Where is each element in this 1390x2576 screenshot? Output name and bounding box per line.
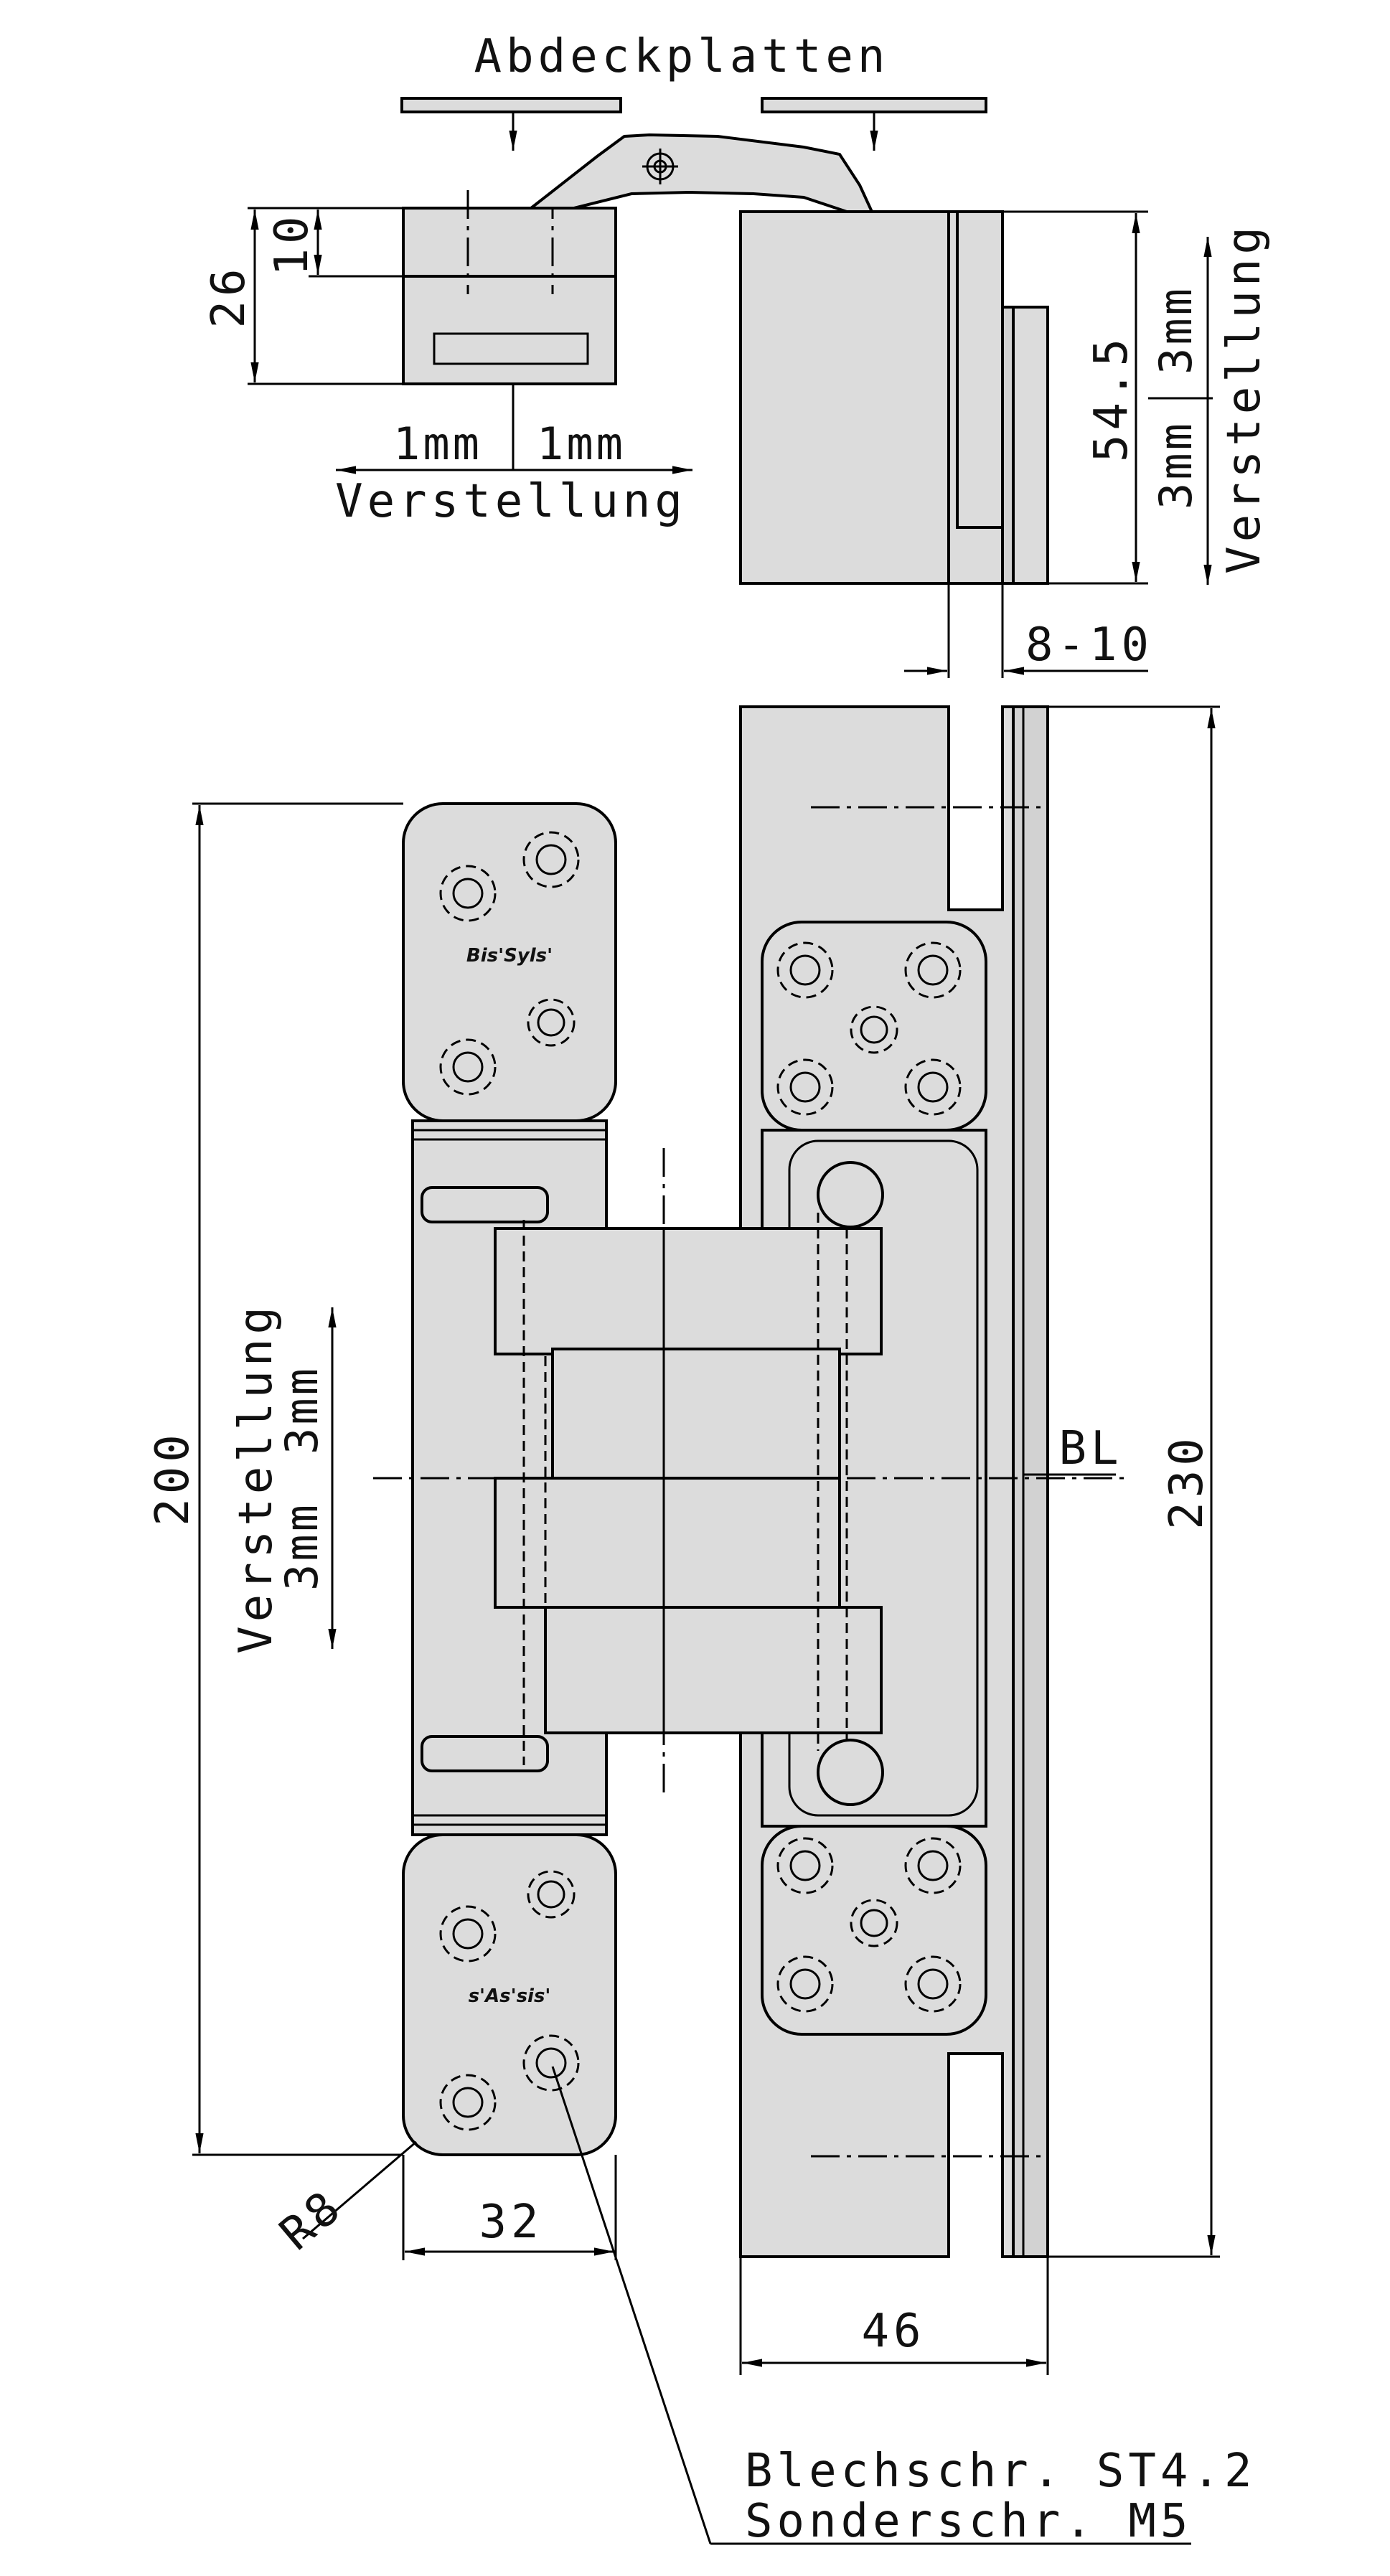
brand-stamp-bottom: s'As'sis' — [469, 1985, 551, 2007]
screw-spec-line-1: Blechschr. ST4.2 — [745, 2445, 1257, 2498]
dim-10-label: 10 — [266, 212, 319, 276]
dim-8-10-label: 8-10 — [1025, 619, 1153, 672]
cover-plates-label: Abdeckplatten — [474, 30, 890, 83]
top-left-body — [402, 207, 617, 278]
hinge-arm — [527, 133, 875, 213]
top-right-body — [739, 210, 950, 585]
adjust-right-label: 1mm — [537, 418, 626, 470]
dim-46-label: 46 — [861, 2305, 925, 2358]
adjust-vertical-mid-label: Verstellung — [230, 1302, 283, 1654]
adjust-mid-3mm-lower: 3mm — [276, 1502, 328, 1591]
dim-54-5-label: 54.5 — [1085, 334, 1138, 462]
dim-26-label: 26 — [202, 264, 255, 328]
top-view: 26 10 1mm 1mm Verstellung Abdeckplatten … — [202, 30, 1271, 678]
screw-holes — [439, 831, 962, 2131]
cover-plate-left — [400, 97, 622, 113]
brand-stamp-top: Bis'Syls' — [466, 945, 553, 967]
bl-label: BL — [1058, 1422, 1122, 1475]
cover-plate-right — [761, 97, 987, 113]
right-plate-bottom — [761, 1825, 987, 2036]
adjust-mid-3mm-upper: 3mm — [276, 1365, 328, 1454]
dim-230-label: 230 — [1160, 1434, 1213, 1530]
radius-label: R8 — [271, 2179, 354, 2261]
link-upper — [494, 1227, 883, 1355]
adjust-horizontal-label: Verstellung — [335, 475, 687, 528]
link-lower — [544, 1606, 883, 1734]
adjust-left-label: 1mm — [393, 418, 482, 470]
adjust-top-3mm-upper: 3mm — [1150, 286, 1202, 375]
adjust-vertical-top-label: Verstellung — [1218, 222, 1271, 574]
screw-spec-line-2: Sonderschr. M5 — [745, 2495, 1192, 2548]
dim-32-label: 32 — [479, 2196, 543, 2249]
front-view: Bis'Syls' s'As'sis' BL 200 Verstellung 3… — [146, 705, 1257, 2548]
adjust-top-3mm-lower: 3mm — [1150, 420, 1202, 509]
dim-200-label: 200 — [146, 1430, 199, 1526]
